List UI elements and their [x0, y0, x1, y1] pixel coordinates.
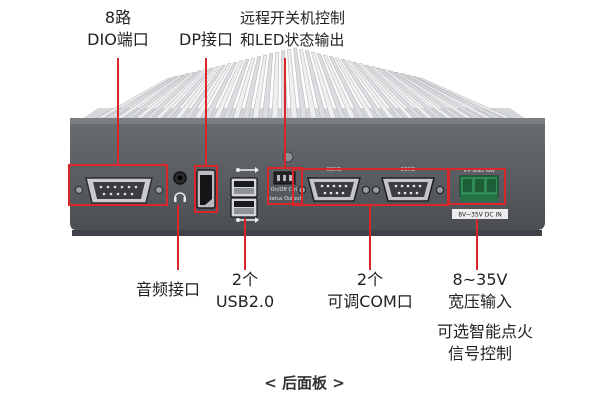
audio-jack-icon — [173, 171, 187, 202]
com-label-line1: 2个 — [356, 270, 384, 289]
dp-label: DP接口 — [179, 30, 233, 49]
dio-connector-icon — [75, 177, 163, 204]
terminal-text: V+ GND IGN — [463, 168, 495, 174]
dio-label-line1: 8路 — [104, 8, 132, 27]
ignition-label-line1: 可选智能点火 — [436, 322, 533, 341]
usb-icon — [236, 167, 259, 223]
power-label-line1: 远程开关机控制 — [240, 9, 346, 27]
com-label-line2: 可调COM口 — [327, 292, 413, 311]
power-control-header-icon: On/Off Ctrl Status Output — [267, 171, 302, 202]
dc-terminal-block-icon: V+ GND IGN 8V~35V DC IN — [452, 168, 508, 219]
power-label-line2: 和LED状态输出 — [240, 31, 345, 49]
usb-label-line2: USB2.0 — [215, 292, 275, 311]
dc-in-text: 8V~35V DC IN — [458, 212, 502, 219]
audio-label: 音频接口 — [135, 280, 200, 299]
heatsink-fins — [78, 47, 530, 122]
com1-connector-icon: COM1 — [298, 167, 370, 202]
dio-label-line2: DIO端口 — [87, 30, 149, 49]
usb-label-line1: 2个 — [231, 270, 259, 289]
rear-panel-caption: < 后面板 > — [264, 374, 345, 392]
on-off-text: On/Off Ctrl — [271, 187, 298, 193]
ignition-label-line2: 信号控制 — [447, 344, 512, 363]
dcin-label-line1: 8~35V — [452, 270, 508, 289]
com2-connector-icon: COM2 — [372, 167, 444, 202]
status-output-text: Status Output — [267, 196, 302, 202]
chassis — [70, 118, 545, 236]
heatsink-fin — [271, 51, 279, 119]
displayport-icon — [196, 169, 216, 209]
usb-port-icon — [230, 197, 258, 218]
dcin-label-line2: 宽压输入 — [447, 292, 512, 311]
usb-port-icon — [230, 177, 258, 198]
leader-lines — [117, 58, 478, 270]
